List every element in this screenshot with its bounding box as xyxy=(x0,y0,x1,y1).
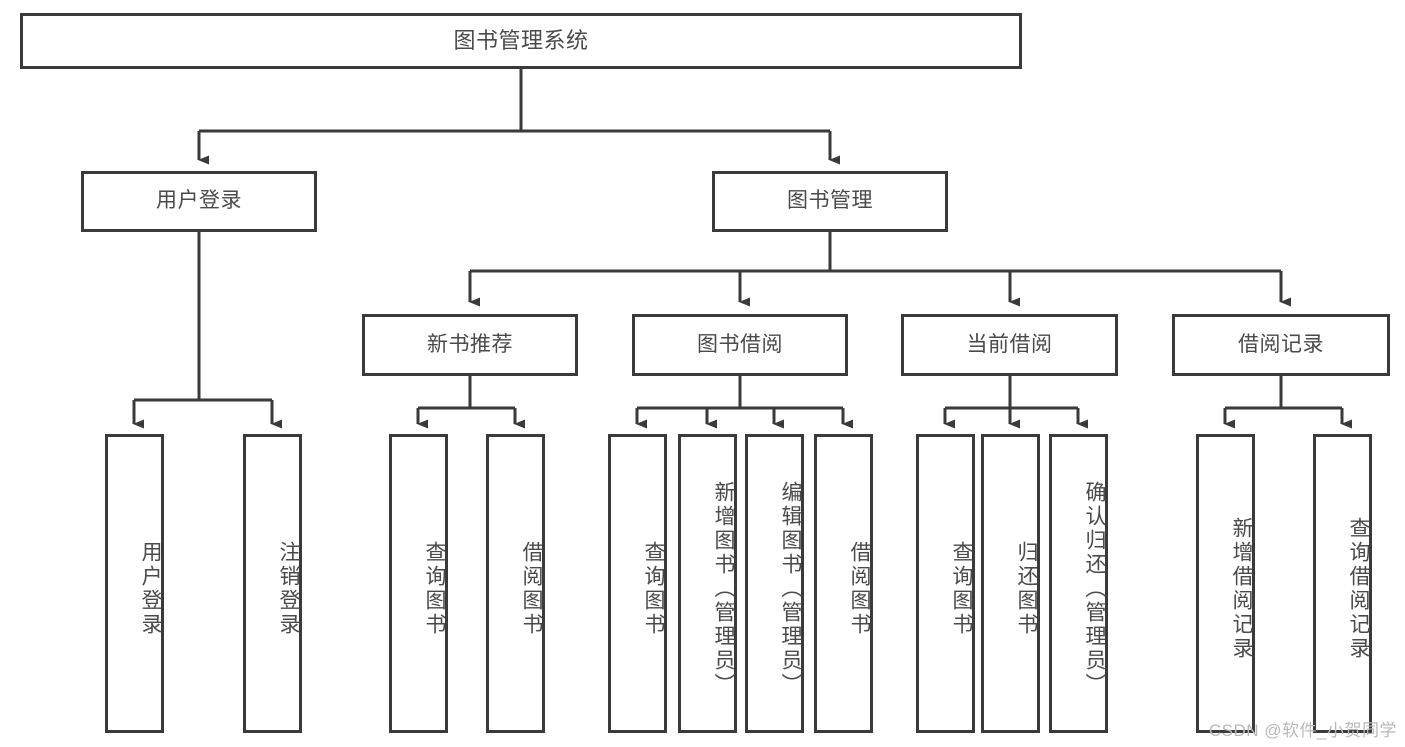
watermark-text: CSDN @软件_小贺同学 xyxy=(1208,721,1397,740)
node-label: 用户登录 xyxy=(156,189,242,213)
node-label: 图书管理 xyxy=(787,189,873,213)
leaf-logout[interactable]: 注销登录 xyxy=(243,434,302,733)
node-label: 新增借阅记录 xyxy=(1230,516,1253,661)
node-label: 注销登录 xyxy=(277,540,300,637)
node-label: 查询借阅记录 xyxy=(1347,516,1370,661)
node-label: 确认归还（管理员） xyxy=(1083,480,1106,697)
leaf-edit-book-admin[interactable]: 编辑图书（管理员） xyxy=(745,434,804,733)
node-label: 归还图书 xyxy=(1015,540,1038,637)
leaf-query-book-borrow[interactable]: 查询图书 xyxy=(608,434,667,733)
leaf-query-book-recommend[interactable]: 查询图书 xyxy=(389,434,448,733)
node-label: 借阅图书 xyxy=(520,540,543,637)
node-label: 新增图书（管理员） xyxy=(712,480,735,697)
node-book-management[interactable]: 图书管理 xyxy=(712,171,948,232)
leaf-return-book[interactable]: 归还图书 xyxy=(981,434,1040,733)
node-label: 借阅图书 xyxy=(848,540,871,637)
node-label: 用户登录 xyxy=(139,540,162,637)
leaf-add-borrow-record[interactable]: 新增借阅记录 xyxy=(1196,434,1255,733)
leaf-user-login[interactable]: 用户登录 xyxy=(105,434,164,733)
leaf-confirm-return-admin[interactable]: 确认归还（管理员） xyxy=(1049,434,1108,733)
node-label: 查询图书 xyxy=(950,540,973,637)
leaf-borrow-book-recommend[interactable]: 借阅图书 xyxy=(486,434,545,733)
leaf-query-borrow-record[interactable]: 查询借阅记录 xyxy=(1313,434,1372,733)
node-user-login[interactable]: 用户登录 xyxy=(81,171,317,232)
node-borrow-record[interactable]: 借阅记录 xyxy=(1172,314,1390,376)
node-current-borrow[interactable]: 当前借阅 xyxy=(901,314,1118,376)
node-label: 新书推荐 xyxy=(427,332,513,356)
node-label: 当前借阅 xyxy=(966,332,1053,356)
leaf-borrow-book[interactable]: 借阅图书 xyxy=(814,434,873,733)
node-new-book-recommend[interactable]: 新书推荐 xyxy=(362,314,578,376)
node-label: 查询图书 xyxy=(423,540,446,637)
node-label: 图书借阅 xyxy=(697,332,783,356)
leaf-add-book-admin[interactable]: 新增图书（管理员） xyxy=(678,434,737,733)
leaf-query-book-current[interactable]: 查询图书 xyxy=(916,434,975,733)
node-label: 借阅记录 xyxy=(1238,332,1324,356)
node-label: 编辑图书（管理员） xyxy=(779,480,802,697)
node-label: 查询图书 xyxy=(642,540,665,637)
node-label: 图书管理系统 xyxy=(453,28,589,54)
node-book-borrow[interactable]: 图书借阅 xyxy=(632,314,848,376)
node-root-book-management-system[interactable]: 图书管理系统 xyxy=(20,13,1022,69)
